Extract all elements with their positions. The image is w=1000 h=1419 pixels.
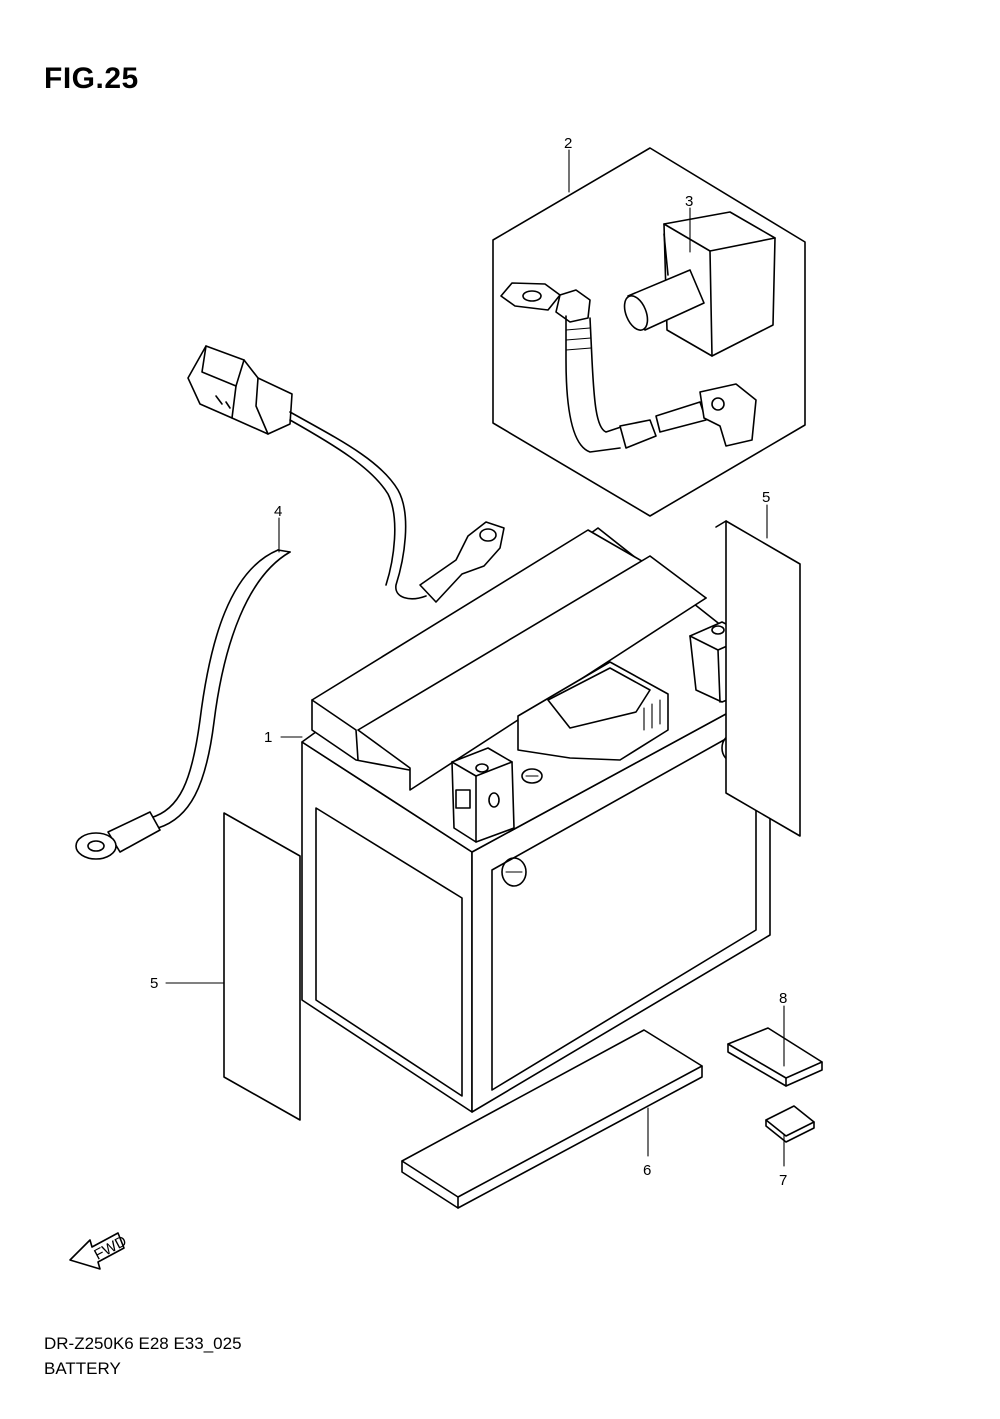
lead-wire-part: [75, 345, 505, 860]
callout-5-left: 5: [150, 975, 158, 992]
callout-7: 7: [779, 1172, 787, 1189]
callout-4: 4: [274, 503, 282, 520]
fwd-arrow-icon: FWD: [69, 1232, 130, 1270]
page-caption: BATTERY: [44, 1359, 121, 1378]
callout-labels: 1 2 3 4 5 5 6 7 8: [150, 135, 787, 1189]
figure-title: FIG.25: [44, 62, 139, 95]
side-pad-right-part: [715, 520, 801, 837]
terminal-cap-part: [623, 211, 776, 357]
inset-hexagon: [492, 147, 806, 517]
callout-1: 1: [264, 729, 272, 746]
side-pad-left-part: [223, 812, 301, 1121]
callout-8: 8: [779, 990, 787, 1007]
bottom-pad-part: [401, 1029, 703, 1209]
callout-3: 3: [685, 193, 693, 210]
inset-lead-wire: [500, 282, 757, 453]
callout-6: 6: [643, 1162, 651, 1179]
model-code: DR-Z250K6 E28 E33_025: [44, 1334, 242, 1353]
callout-2: 2: [564, 135, 572, 152]
callout-5-right: 5: [762, 489, 770, 506]
battery-part: [301, 527, 771, 1113]
callout-leaders: [165, 149, 785, 1167]
small-pad-part: [727, 1027, 823, 1087]
tiny-pad-part: [765, 1105, 815, 1143]
